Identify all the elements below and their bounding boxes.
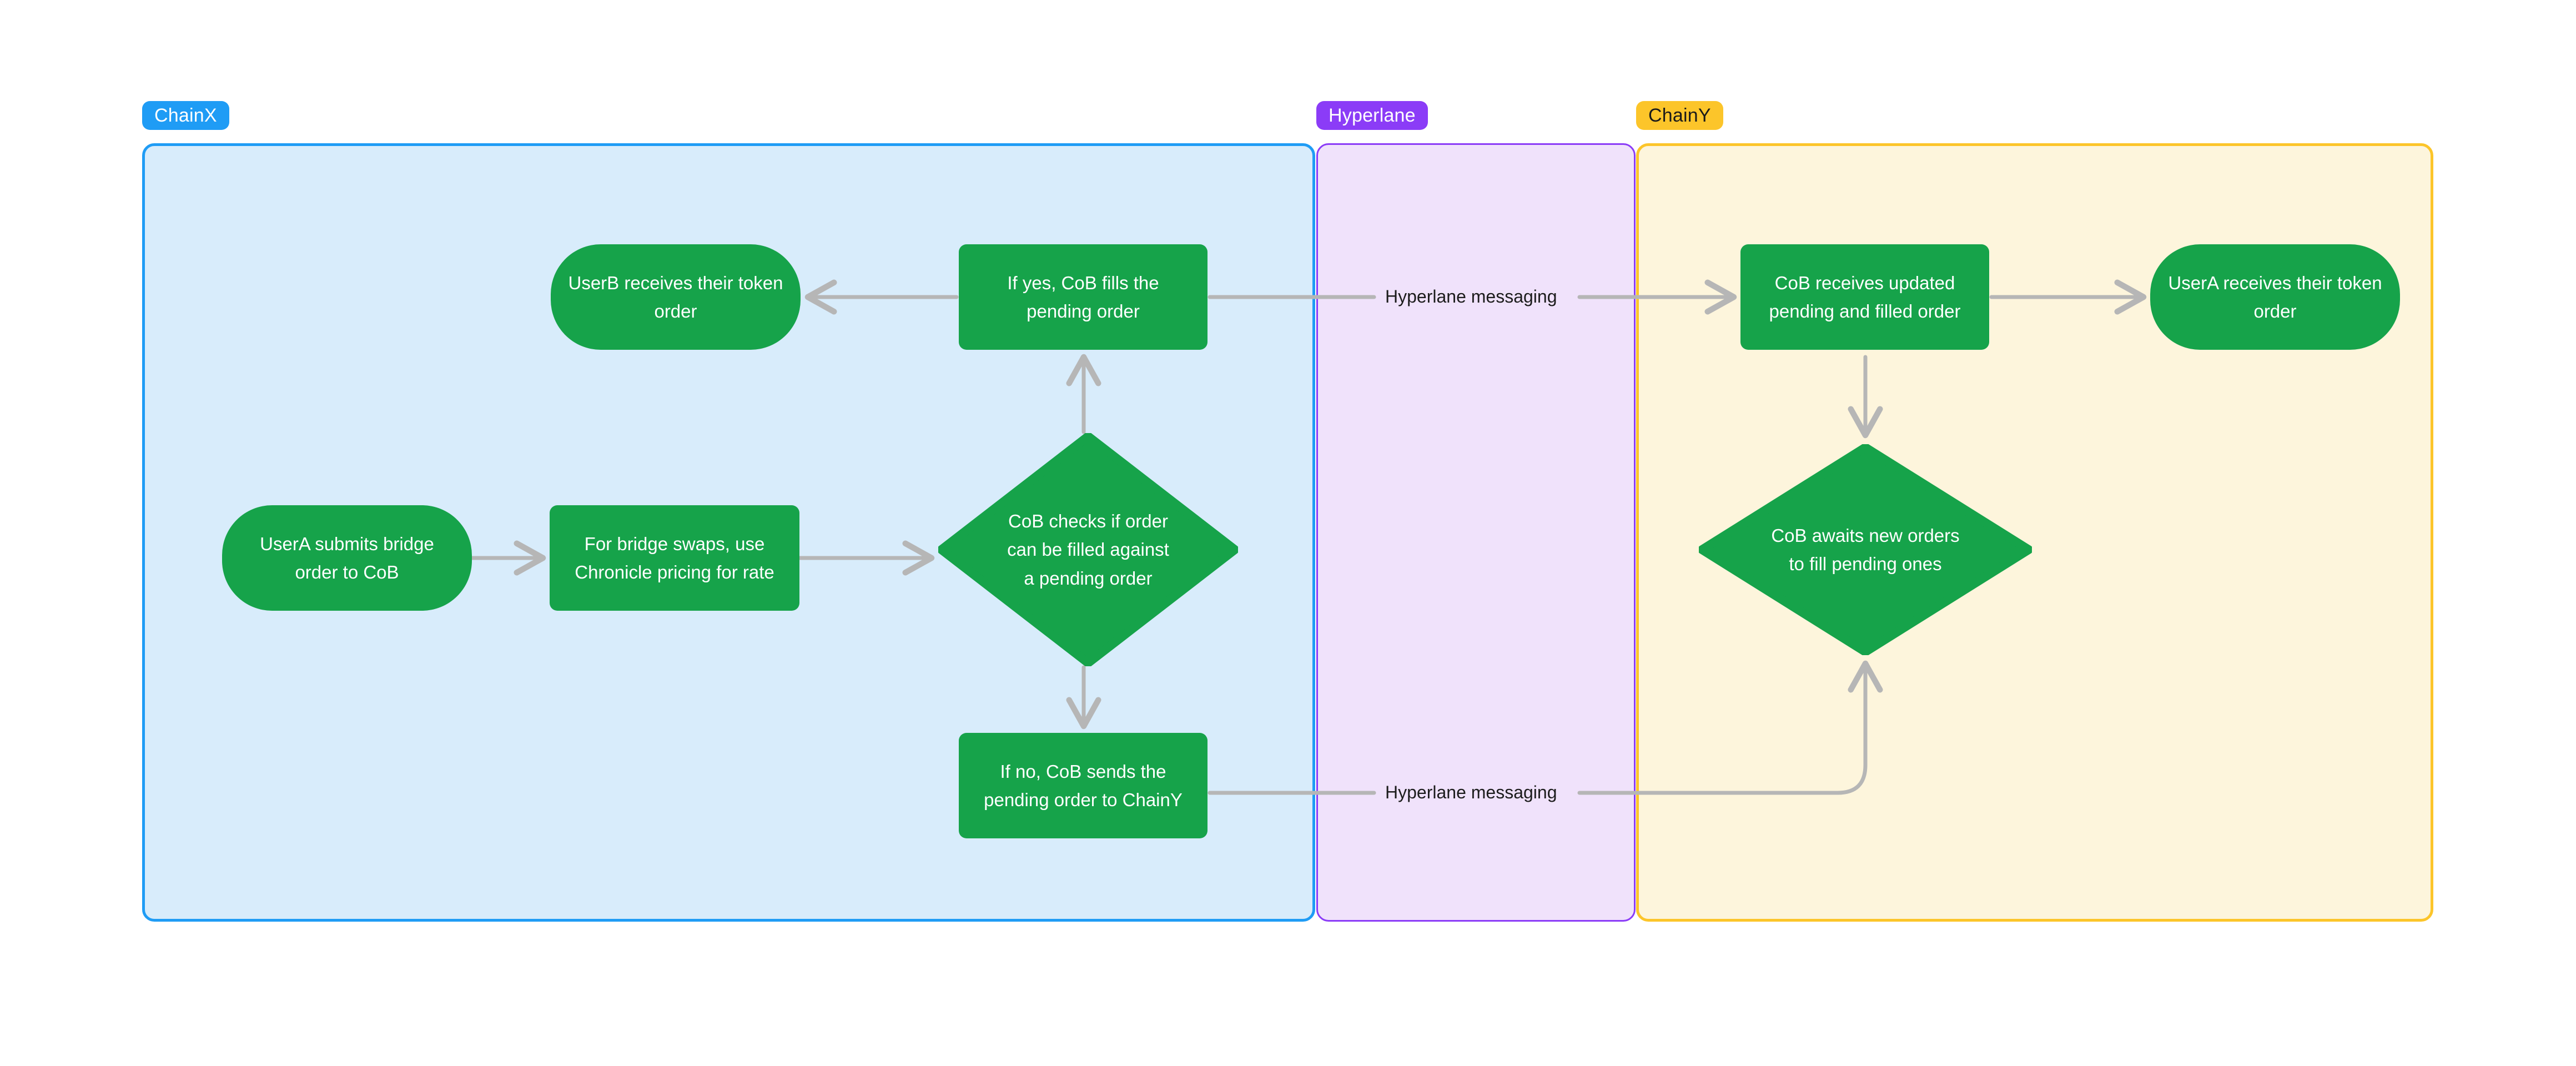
lane-label-chainy: ChainY — [1636, 101, 1723, 130]
node-if-yes-cob-fills-pending-order[interactable]: If yes, CoB fills the pending order — [959, 244, 1208, 350]
edge-label-hyperlane-messaging-top: Hyperlane messaging — [1385, 286, 1557, 306]
lane-label-chainy-text: ChainY — [1648, 105, 1711, 126]
diamond-shape-cob-checks — [938, 433, 1238, 666]
node-userB-receives-token-order-text: UserB receives their token order — [568, 272, 783, 321]
node-cob-awaits-new-orders-text: CoB awaits new orders to fill pending on… — [1771, 525, 1960, 574]
node-bridge-swaps-chronicle-pricing-text: For bridge swaps, use Chronicle pricing … — [575, 533, 774, 582]
node-userA-submits-bridge-order-text: UserA submits bridge order to CoB — [260, 533, 434, 582]
node-if-yes-cob-fills-pending-order-text: If yes, CoB fills the pending order — [1007, 272, 1159, 321]
lane-label-hyperlane: Hyperlane — [1316, 101, 1428, 130]
lane-label-chainx-text: ChainX — [154, 105, 217, 126]
node-cob-receives-updated-order[interactable]: CoB receives updated pending and filled … — [1740, 244, 1989, 350]
node-if-no-cob-sends-pending-order-text: If no, CoB sends the pending order to Ch… — [984, 761, 1183, 810]
node-bridge-swaps-chronicle-pricing[interactable]: For bridge swaps, use Chronicle pricing … — [550, 505, 799, 611]
node-cob-awaits-new-orders[interactable]: CoB awaits new orders to fill pending on… — [1699, 444, 2032, 655]
node-cob-checks-order-fillable[interactable]: CoB checks if order can be filled agains… — [938, 433, 1238, 666]
node-userA-receives-token-order[interactable]: UserA receives their token order — [2150, 244, 2400, 350]
diamond-shape-cob-awaits — [1699, 444, 2032, 655]
node-cob-receives-updated-order-text: CoB receives updated pending and filled … — [1769, 272, 1961, 321]
node-userB-receives-token-order[interactable]: UserB receives their token order — [551, 244, 801, 350]
node-userA-receives-token-order-text: UserA receives their token order — [2168, 272, 2382, 321]
lane-label-chainx: ChainX — [142, 101, 229, 130]
node-cob-checks-order-fillable-text: CoB checks if order can be filled agains… — [1007, 511, 1169, 589]
lane-hyperlane — [1316, 143, 1636, 922]
node-if-no-cob-sends-pending-order[interactable]: If no, CoB sends the pending order to Ch… — [959, 733, 1208, 838]
lane-label-hyperlane-text: Hyperlane — [1329, 105, 1416, 126]
node-userA-submits-bridge-order[interactable]: UserA submits bridge order to CoB — [222, 505, 472, 611]
edge-label-hyperlane-messaging-bottom: Hyperlane messaging — [1385, 782, 1557, 802]
